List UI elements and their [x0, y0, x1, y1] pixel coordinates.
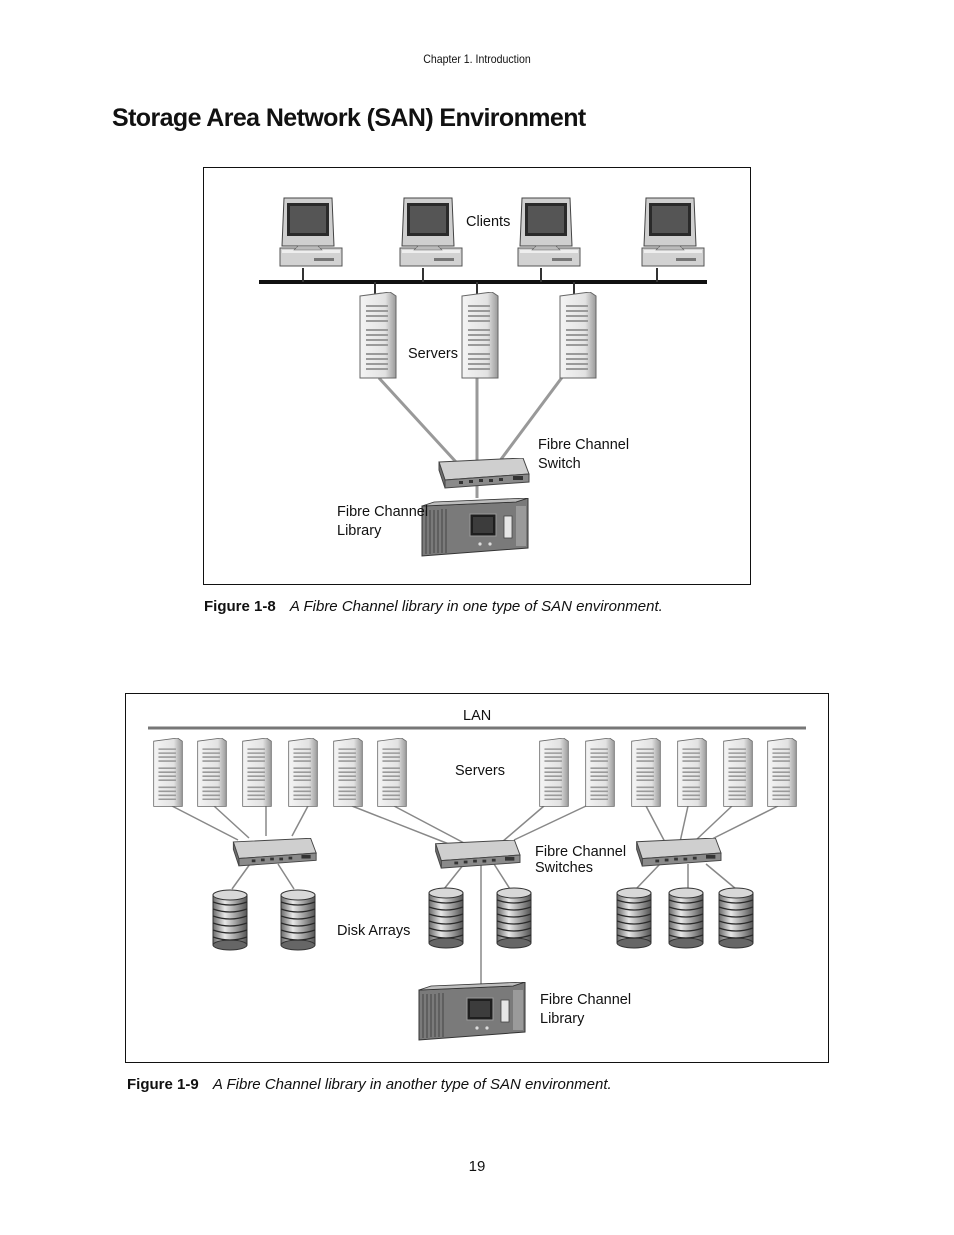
server	[766, 738, 798, 808]
disk-array	[718, 887, 754, 949]
library-label: Fibre Channel Library	[540, 992, 632, 1027]
lan-label: LAN	[463, 708, 492, 724]
fibre-channel-switch	[232, 838, 317, 867]
disk-array	[616, 887, 652, 949]
figure-1-8-caption: Figure 1-8 A Fibre Channel library in on…	[204, 598, 663, 615]
disk-array	[428, 887, 464, 949]
server	[241, 738, 273, 808]
figure-1-9-caption: Figure 1-9 A Fibre Channel library in an…	[127, 1076, 612, 1093]
servers-label: Servers	[408, 346, 458, 362]
caption-text: A Fibre Channel library in another type …	[212, 1076, 612, 1093]
page-number: 19	[468, 1158, 486, 1175]
client-computer	[641, 197, 705, 267]
server	[376, 738, 408, 808]
figure-1-8: Clients Servers Fibre Channel Switch Fib…	[203, 167, 751, 585]
fibre-channel-switch	[438, 458, 530, 489]
figure-1-9: LAN Servers Fibre Channel Switches Disk …	[125, 693, 829, 1063]
server	[630, 738, 662, 808]
figure-1-9-diagram	[148, 726, 806, 1041]
server	[287, 738, 319, 808]
server	[722, 738, 754, 808]
disk-array	[496, 887, 532, 949]
disk-array	[668, 887, 704, 949]
server	[460, 292, 500, 380]
clients-label: Clients	[466, 214, 511, 230]
client-computer	[517, 197, 581, 267]
caption-number: Figure 1-9	[127, 1076, 199, 1093]
fibre-channel-switch	[435, 840, 521, 869]
server	[676, 738, 708, 808]
server	[358, 292, 398, 380]
client-computer	[279, 197, 343, 267]
library-label: Fibre Channel Library	[337, 504, 429, 539]
client-computer	[399, 197, 463, 267]
server	[538, 738, 570, 808]
fibre-channel-switch	[636, 838, 722, 867]
switch-label: Fibre Channel Switch	[538, 437, 630, 472]
lan-bus	[259, 268, 707, 298]
server	[584, 738, 616, 808]
section-title: Storage Area Network (SAN) Environment	[112, 104, 586, 132]
fibre-links	[377, 367, 571, 498]
caption-text: A Fibre Channel library in one type of S…	[289, 598, 663, 615]
switches-label: Fibre Channel Switches	[535, 844, 627, 876]
fibre-links	[171, 805, 779, 986]
disk-arrays-label: Disk Arrays	[337, 923, 411, 939]
disk-array	[280, 889, 316, 951]
server	[152, 738, 184, 808]
fibre-channel-library	[418, 982, 526, 1041]
servers-label: Servers	[455, 763, 505, 779]
figure-1-8-diagram	[259, 197, 707, 557]
fibre-channel-library	[421, 498, 529, 557]
server	[196, 738, 228, 808]
server	[332, 738, 364, 808]
disk-array	[212, 889, 248, 951]
running-header: Chapter 1. Introduction	[423, 52, 531, 66]
server	[558, 292, 598, 380]
caption-number: Figure 1-8	[204, 598, 276, 615]
